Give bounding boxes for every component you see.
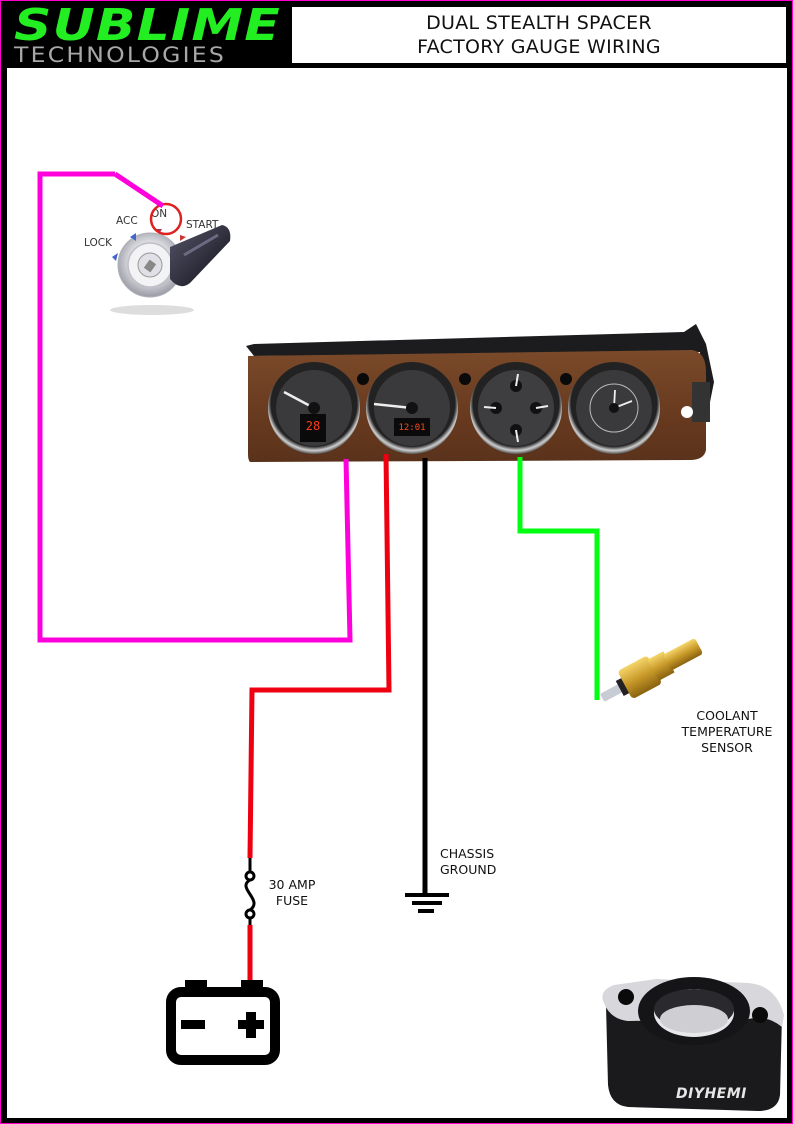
ignition-wire <box>37 171 353 643</box>
speedometer-readout: 28 <box>306 419 320 433</box>
tachometer-readout: 12:01 <box>398 423 425 433</box>
ignition-wire-to-switch <box>113 171 165 209</box>
gauge-dash-panel: 28 12:01 <box>244 322 720 464</box>
ignition-label-on: ON <box>151 208 168 220</box>
logo-brand-line1: SUBLIME <box>14 0 281 51</box>
power-wire <box>247 453 392 859</box>
title-line-2: FACTORY GAUGE WIRING <box>417 36 661 58</box>
chassis-ground-label: CHASSIS GROUND <box>440 846 496 878</box>
spacer-product-icon <box>602 977 784 1111</box>
clock-gauge <box>568 362 660 454</box>
coolant-label-line1: COOLANT <box>696 708 758 723</box>
stealth-spacer-product: DIYHEMI <box>598 975 786 1115</box>
diagram-title: DUAL STEALTH SPACER FACTORY GAUGE WIRING <box>292 7 786 63</box>
fuse-symbol <box>244 858 256 925</box>
dash-panel-graphic: 28 12:01 <box>246 324 714 462</box>
ground-label-line1: CHASSIS <box>440 846 495 861</box>
ignition-label-start: START <box>186 219 219 231</box>
ignition-label-acc: ACC <box>116 215 138 227</box>
coolant-label-line3: SENSOR <box>701 740 753 755</box>
sublime-technologies-logo: SUBLIME TECHNOLOGIES <box>8 0 288 67</box>
tachometer-gauge: 12:01 <box>366 362 458 454</box>
ignition-switch: LOCK ACC ON START <box>72 195 240 323</box>
coolant-temperature-sensor <box>590 628 715 713</box>
fuse-label-line1: 30 AMP <box>268 877 316 892</box>
ignition-label-lock: LOCK <box>84 237 112 249</box>
ground-label-line2: GROUND <box>440 862 497 877</box>
sensor-wire <box>517 457 600 700</box>
logo-brand-line2: TECHNOLOGIES <box>14 43 227 67</box>
on-position-highlight-circle <box>149 202 183 236</box>
fuse-label: 30 AMP FUSE <box>262 877 322 909</box>
fuse-label-line2: FUSE <box>275 893 309 908</box>
title-line-1: DUAL STEALTH SPACER <box>426 12 652 34</box>
coolant-label-line2: TEMPERATURE <box>681 724 773 739</box>
coolant-sensor-label: COOLANT TEMPERATURE SENSOR <box>672 708 782 756</box>
ignition-switch-icon <box>110 225 231 315</box>
spacer-brand-text: DIYHEMI <box>676 1086 747 1102</box>
coolant-sensor-icon <box>600 638 703 702</box>
speedometer-gauge: 28 <box>268 362 360 454</box>
battery-icon <box>166 980 280 1065</box>
chassis-ground-icon <box>405 893 449 913</box>
quad-gauge <box>470 362 562 454</box>
